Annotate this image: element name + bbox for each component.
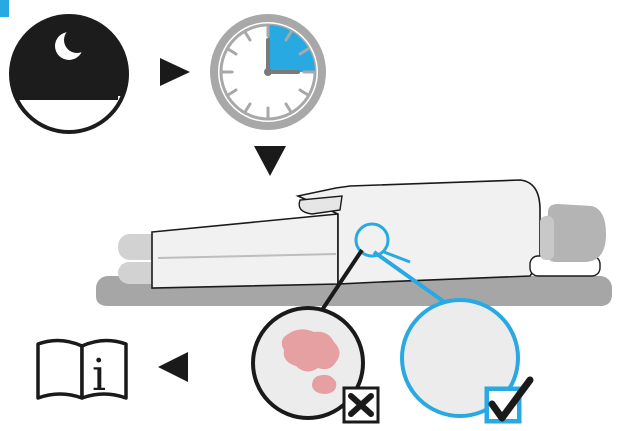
connector-damage: [316, 248, 364, 318]
arrow-right-icon: [160, 58, 190, 86]
arrow-left-icon: [158, 352, 188, 382]
lying-person: [96, 179, 612, 306]
x-box-icon: [342, 386, 380, 424]
checkmark-box-icon: [484, 376, 534, 424]
arrow-down-icon: [254, 146, 286, 176]
damaged-skin-detail: [251, 306, 365, 420]
info-letter: i: [92, 350, 106, 401]
clock-icon: [210, 14, 326, 130]
clock-elapsed-wedge: [268, 25, 315, 72]
pressure-sore: [281, 329, 340, 372]
accent-tab: [0, 0, 9, 17]
moon-and-city-icon: [9, 14, 129, 136]
magnifier-highlight: [354, 222, 411, 264]
manual-info-icon: i: [36, 338, 128, 401]
connector-ok: [372, 250, 452, 308]
